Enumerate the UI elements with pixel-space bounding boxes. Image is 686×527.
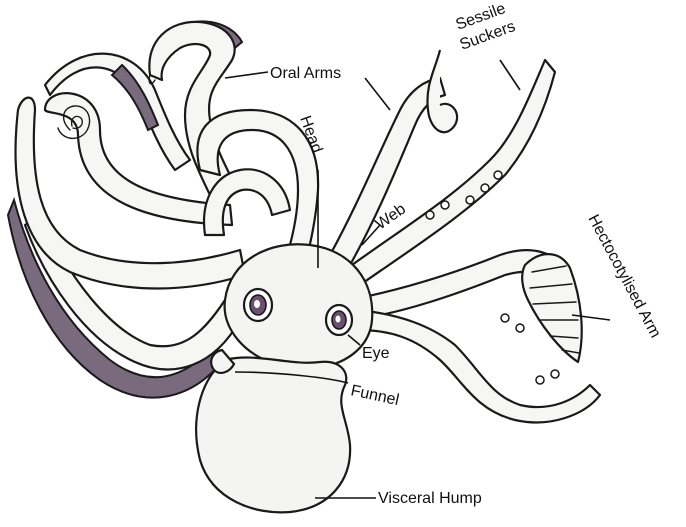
eye-left (244, 289, 272, 321)
label-visceral-hump: Visceral Hump (378, 490, 482, 507)
leader-oral-arms-left (225, 72, 268, 78)
leader-sessile-suckers (500, 60, 520, 90)
arm-central-loop (197, 110, 318, 265)
eye-right (326, 305, 352, 335)
funnel (211, 350, 234, 373)
label-eye: Eye (362, 345, 390, 362)
label-oral-arms: Oral Arms (270, 65, 341, 82)
visceral-hump (196, 357, 350, 512)
label-funnel: Funnel (349, 382, 400, 409)
leader-oral-arms-right (365, 78, 390, 110)
hectocotylised-arm (522, 254, 582, 362)
label-hectocotylised-arm: Hectocotylised Arm (584, 212, 663, 341)
